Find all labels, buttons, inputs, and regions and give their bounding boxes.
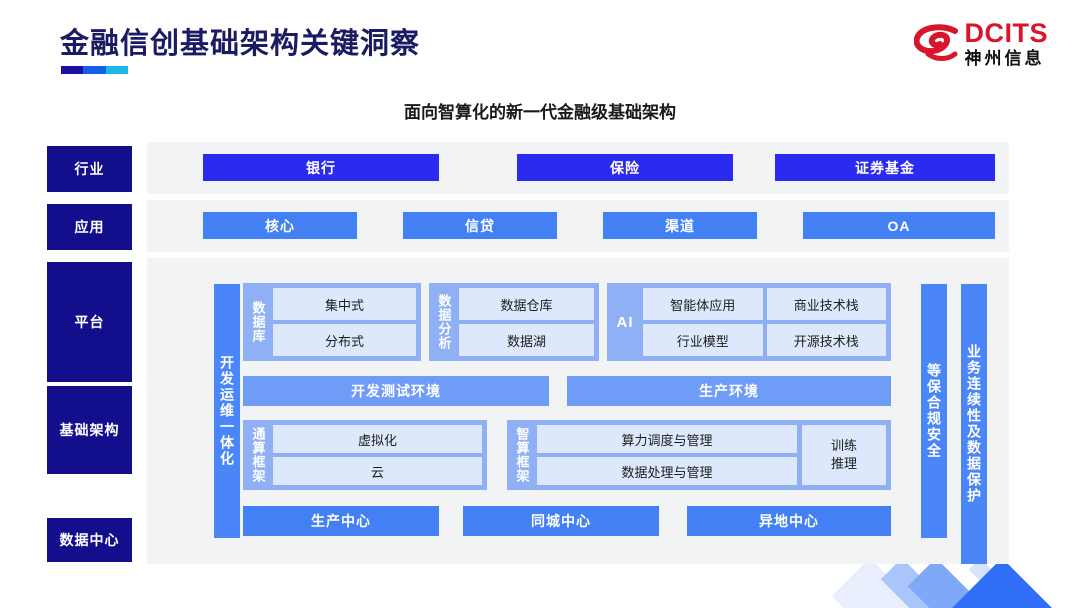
application-item-core[interactable]: 核心 <box>203 212 357 239</box>
layer-label-column: 行业 应用 平台 基础架构 数据中心 <box>47 142 132 566</box>
side-bar-business-continuity: 业务连续性及数据保护 <box>961 284 987 564</box>
intelligent-cell-data-processing[interactable]: 数据处理与管理 <box>537 457 797 485</box>
ai-cell-commercial-stack[interactable]: 商业技术栈 <box>766 288 886 320</box>
ai-cell-agent-apps[interactable]: 智能体应用 <box>643 288 763 320</box>
application-item-channel[interactable]: 渠道 <box>603 212 757 239</box>
industry-item-insurance[interactable]: 保险 <box>517 154 733 181</box>
ai-cell-industry-model[interactable]: 行业模型 <box>643 324 763 356</box>
intelligent-cell-train-inference[interactable]: 训练 推理 <box>802 425 886 485</box>
logo-english-text: DCITS <box>964 18 1048 48</box>
general-cell-virtualization[interactable]: 虚拟化 <box>273 425 482 453</box>
train-label: 训练 <box>830 438 857 454</box>
ai-cell-opensource-stack[interactable]: 开源技术栈 <box>766 324 886 356</box>
database-cell-distributed[interactable]: 分布式 <box>273 324 416 356</box>
layer-label-platform: 平台 <box>47 262 132 382</box>
infra-group-intelligent-compute: 智算框架 算力调度与管理 数据处理与管理 训练 推理 <box>507 420 891 490</box>
title-accent-bar <box>61 66 128 74</box>
application-layer-panel: 核心 信贷 渠道 OA <box>147 200 1009 252</box>
platform-group-database: 数据库 集中式 分布式 <box>243 283 421 361</box>
environment-dev-test[interactable]: 开发测试环境 <box>243 376 549 406</box>
environment-production[interactable]: 生产环境 <box>567 376 891 406</box>
analysis-cell-warehouse[interactable]: 数据仓库 <box>459 288 594 320</box>
layer-label-infrastructure: 基础架构 <box>47 386 132 474</box>
industry-item-bank[interactable]: 银行 <box>203 154 439 181</box>
group-label-intelligent-compute: 智算框架 <box>514 427 530 483</box>
datacenter-production[interactable]: 生产中心 <box>243 506 439 536</box>
layer-label-application: 应用 <box>47 204 132 250</box>
platform-infrastructure-panel: 开发运维一体化 等保合规安全 数据库 集中式 分布式 数据分析 数据仓库 数据湖 <box>147 258 1009 564</box>
page-title: 金融信创基础架构关键洞察 <box>60 28 421 60</box>
architecture-diagram: 行业 应用 平台 基础架构 数据中心 银行 保险 证券基金 核心 信贷 渠道 O… <box>47 142 1047 566</box>
slide-subtitle: 面向智算化的新一代金融级基础架构 <box>404 103 676 122</box>
dcits-swirl-logo-icon <box>913 23 958 64</box>
side-bar-security: 等保合规安全 <box>921 284 947 538</box>
industry-layer-panel: 银行 保险 证券基金 <box>147 142 1009 194</box>
group-label-general-compute: 通算框架 <box>250 427 266 483</box>
platform-group-ai: AI 智能体应用 商业技术栈 行业模型 开源技术栈 <box>607 283 891 361</box>
datacenter-remote[interactable]: 异地中心 <box>687 506 891 536</box>
datacenter-metro[interactable]: 同城中心 <box>463 506 659 536</box>
group-label-database: 数据库 <box>250 301 266 343</box>
group-label-ai: AI <box>616 313 634 331</box>
accent-segment-1 <box>61 66 83 74</box>
database-cell-centralized[interactable]: 集中式 <box>273 288 416 320</box>
side-bar-devops: 开发运维一体化 <box>214 284 240 538</box>
accent-segment-2 <box>83 66 106 74</box>
infra-group-general-compute: 通算框架 虚拟化 云 <box>243 420 487 490</box>
layer-label-industry: 行业 <box>47 146 132 192</box>
application-item-oa[interactable]: OA <box>803 212 995 239</box>
logo-chinese-text: 神州信息 <box>964 49 1045 68</box>
group-label-data-analysis: 数据分析 <box>436 294 452 350</box>
industry-item-securities[interactable]: 证券基金 <box>775 154 995 181</box>
accent-segment-3 <box>106 66 128 74</box>
inference-label: 推理 <box>830 456 857 471</box>
brand-logo: DCITS 神州信息 <box>913 18 1049 68</box>
general-cell-cloud[interactable]: 云 <box>273 457 482 485</box>
platform-group-data-analysis: 数据分析 数据仓库 数据湖 <box>429 283 599 361</box>
intelligent-cell-compute-scheduling[interactable]: 算力调度与管理 <box>537 425 797 453</box>
layer-label-datacenter: 数据中心 <box>47 518 132 562</box>
application-item-credit[interactable]: 信贷 <box>403 212 557 239</box>
analysis-cell-datalake[interactable]: 数据湖 <box>459 324 594 356</box>
